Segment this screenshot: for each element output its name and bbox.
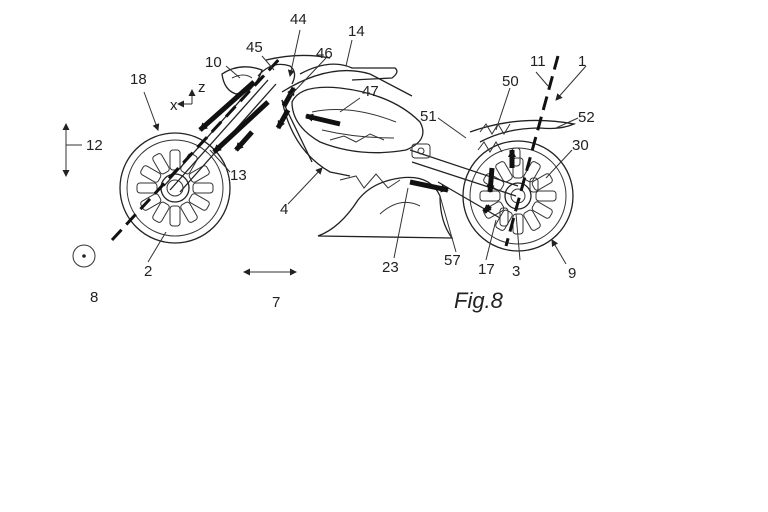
force-arrows [198,80,516,214]
label-45: 45 [246,39,263,56]
label-50: 50 [502,73,519,90]
label-8: 8 [90,289,98,306]
label-2: 2 [144,263,152,280]
label-46: 46 [316,45,333,62]
label-30: 30 [572,137,589,154]
label-9: 9 [568,265,576,282]
reference-labels: 1 2 3 4 7 8 9 10 11 12 13 14 17 18 23 30… [86,11,595,313]
label-13: 13 [230,167,247,184]
label-23: 23 [382,259,399,276]
frame-body [281,63,577,239]
label-14: 14 [348,23,365,40]
label-51: 51 [420,108,437,125]
label-4: 4 [280,201,288,218]
label-10: 10 [205,54,222,71]
label-3: 3 [512,263,520,280]
direction-indicators [62,123,297,276]
front-wheel [119,132,231,244]
label-57: 57 [444,252,461,269]
label-1: 1 [578,53,586,70]
figure-caption: Fig.8 [454,288,504,313]
label-47: 47 [362,83,379,100]
label-11: 11 [530,53,546,70]
axis-z-label: z [198,79,206,96]
label-17: 17 [478,261,495,278]
axis-x-label: x [170,97,178,114]
label-18: 18 [130,71,147,88]
label-12: 12 [86,137,103,154]
label-44: 44 [290,11,307,28]
label-52: 52 [578,109,595,126]
label-7: 7 [272,294,280,311]
dashed-axes [110,54,560,247]
leader-lines [143,29,587,265]
coordinate-system: x z [170,79,206,114]
